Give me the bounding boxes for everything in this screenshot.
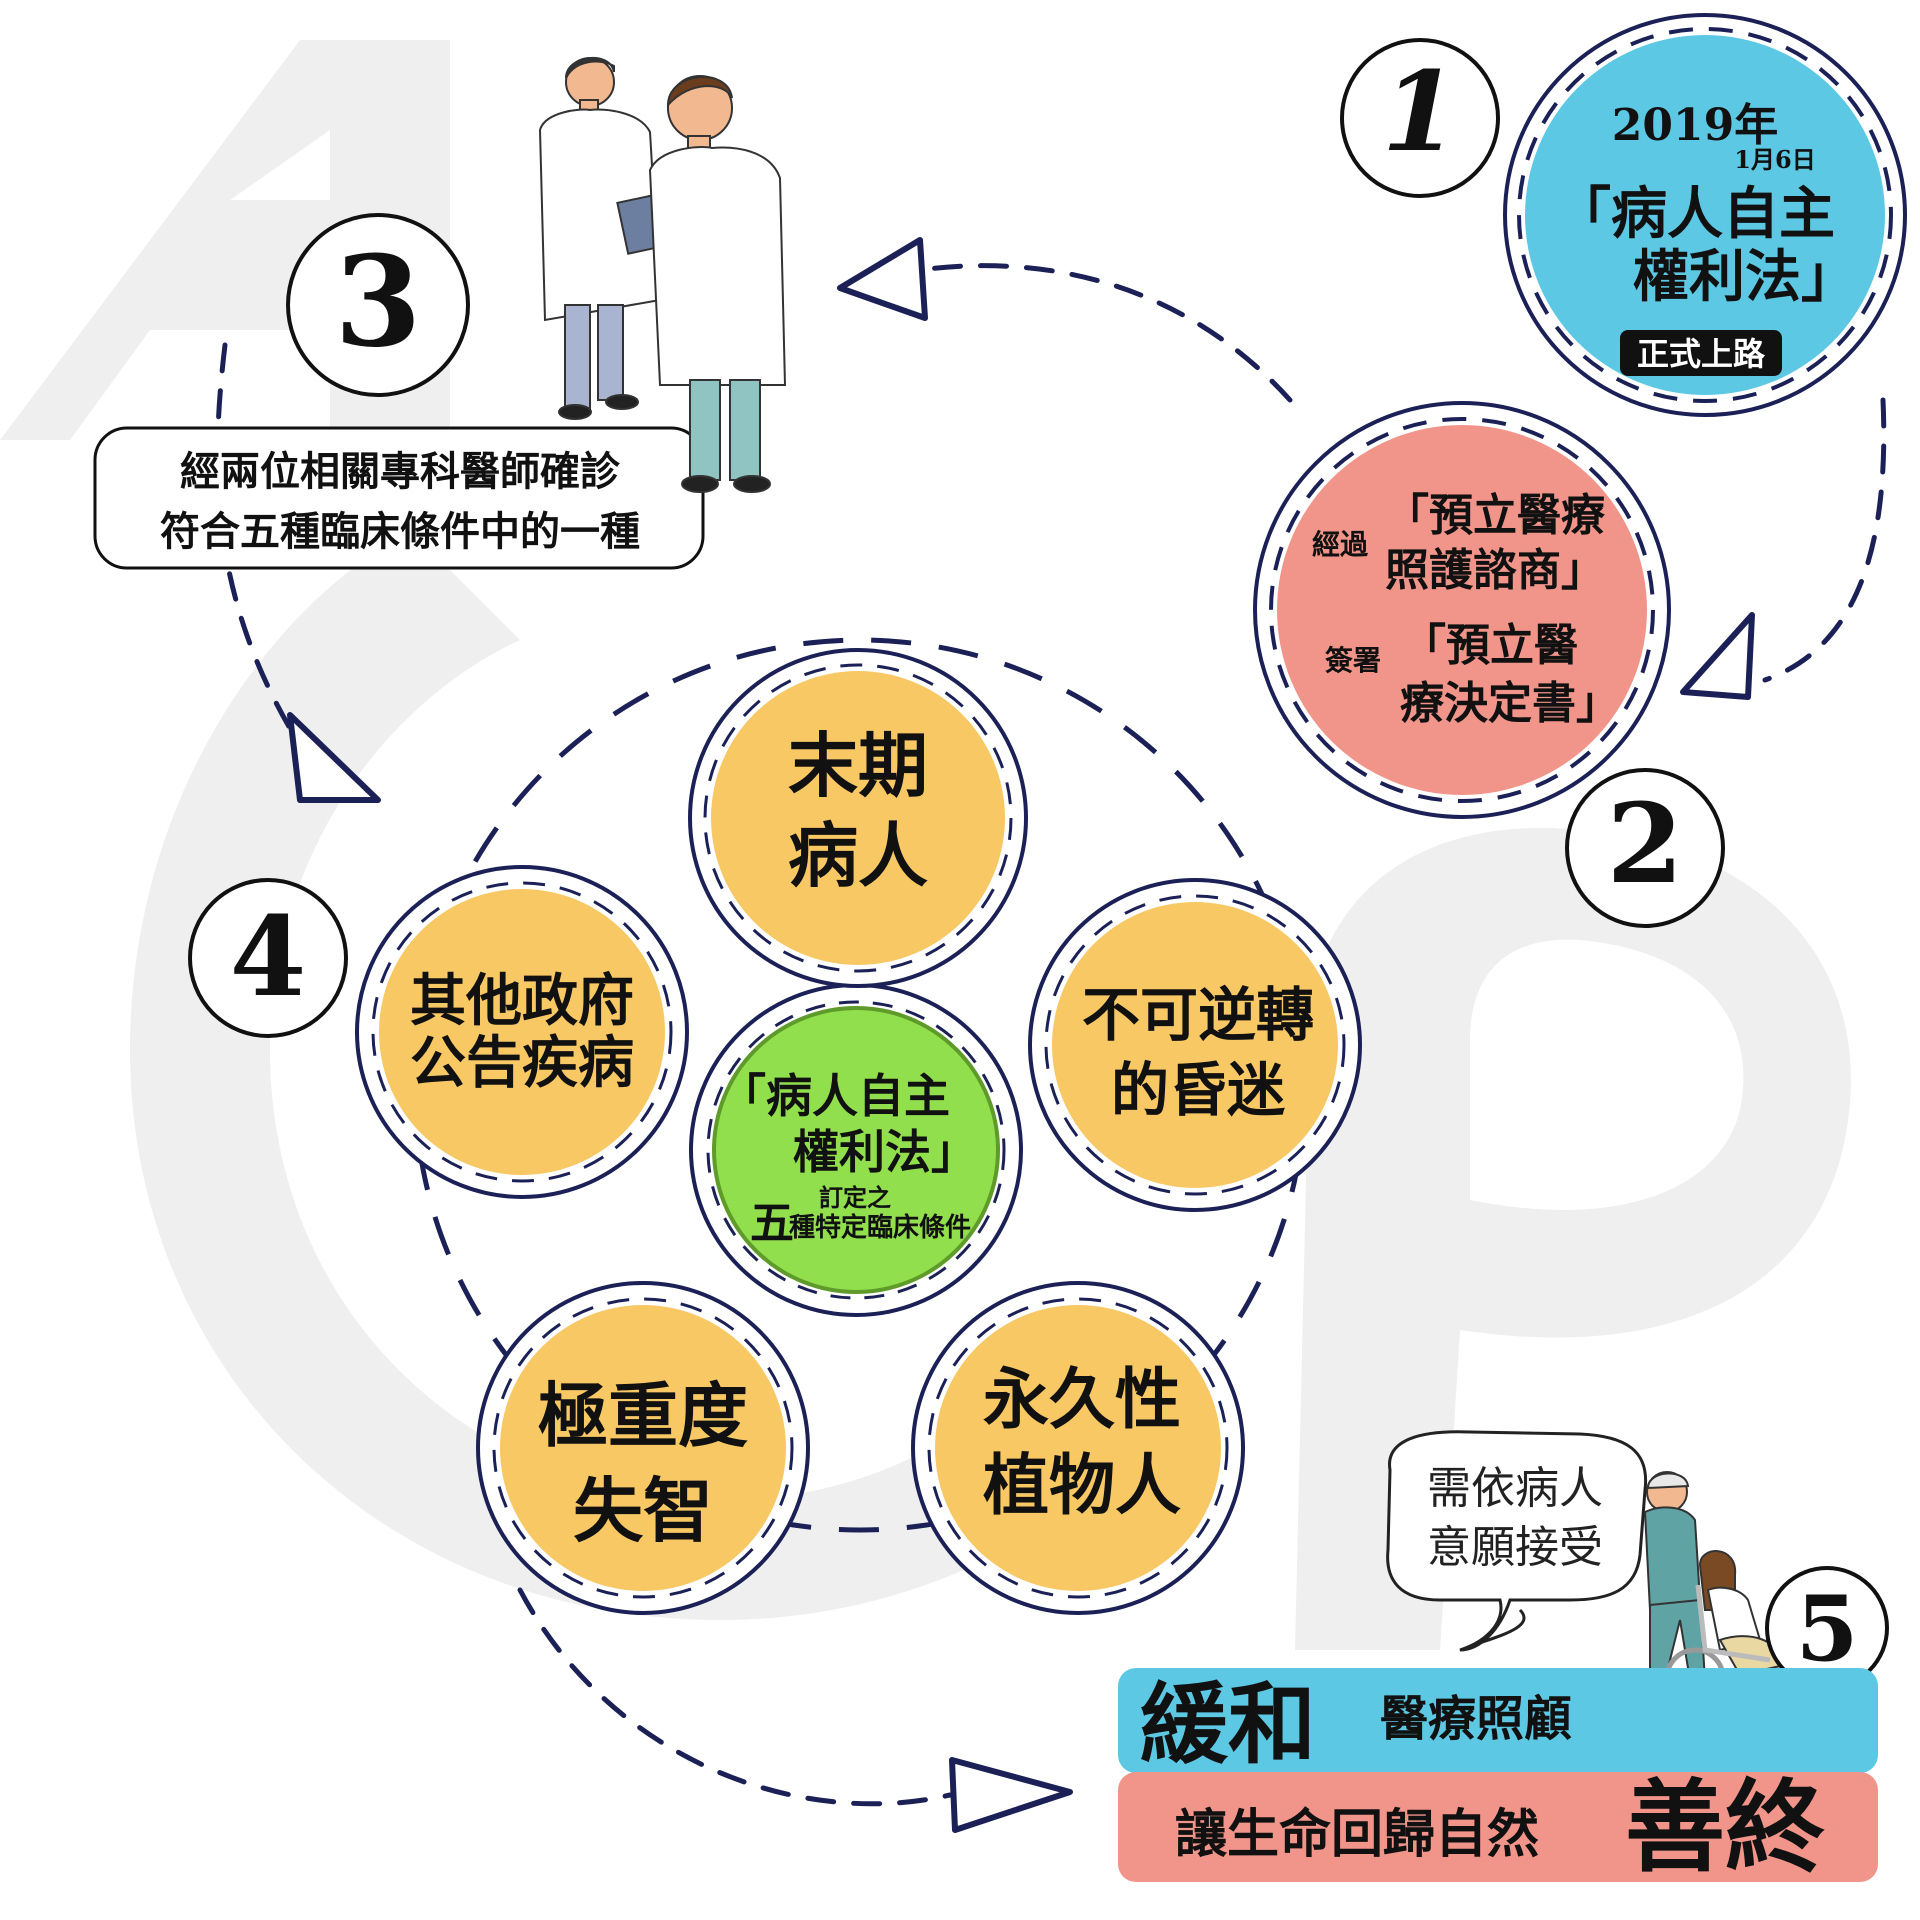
condition-circle-dementia <box>500 1305 786 1591</box>
step1-date: 1月6日 <box>1734 145 1815 174</box>
condition-line2: 的昏迷 <box>1111 1056 1285 1124</box>
condition-line2: 失智 <box>573 1469 713 1552</box>
step2-dashed-ring <box>1269 417 1655 803</box>
condition-line2: 植物人 <box>983 1446 1181 1524</box>
step3-group: 3 經兩位相關專科醫師確診 符合五種臨床條件中的一種 <box>93 56 787 570</box>
step3-number-ring <box>286 213 470 397</box>
step2-number: 2 <box>1607 779 1684 908</box>
center-line1: 「病人自主 <box>720 1069 950 1123</box>
good-death-small-text: 讓生命回歸自然 <box>1175 1804 1539 1865</box>
doctors-icon <box>538 56 787 493</box>
step3-number: 3 <box>335 229 422 375</box>
step1-badge <box>1620 330 1782 376</box>
condition-line1: 極重度 <box>538 1374 748 1457</box>
step2-line2a: 「預立醫 <box>1402 620 1578 671</box>
good-death-big-text: 善終 <box>1625 1768 1825 1886</box>
step1-group: 1 2019年 1月6日 「病人自主 權利法」 正式上路 <box>1340 13 1907 417</box>
condition-dash-vegetative <box>927 1297 1229 1599</box>
good-death-band <box>1118 1772 1878 1882</box>
wheelchair-caregiver-icon <box>1643 1471 1787 1709</box>
watermark-letter-c <box>130 530 1040 1620</box>
center-big-char: 五 <box>750 1198 794 1249</box>
step3-line1: 經兩位相關專科醫師確診 <box>180 448 621 495</box>
step1-dashed-ring <box>1517 27 1893 403</box>
speech-bubble-tail <box>1461 1608 1526 1652</box>
step2-prefix1: 經過 <box>1312 528 1369 561</box>
condition-item-coma: 不可逆轉 的昏迷 <box>1028 878 1362 1212</box>
step2-line1a: 「預立醫療 <box>1385 490 1605 541</box>
step3-callout-box <box>93 426 705 570</box>
center-circle <box>712 1006 1000 1294</box>
condition-dash-dementia <box>492 1297 794 1599</box>
step2-line2b: 療決定書」 <box>1400 678 1620 729</box>
condition-item-vegetative: 永久性 植物人 <box>911 1281 1245 1615</box>
arrow-4-to-5-path <box>517 1587 953 1807</box>
condition-item-other: 其他政府 公告疾病 <box>355 865 689 1199</box>
step1-badge-text: 正式上路 <box>1637 335 1766 373</box>
step2-number-ring <box>1565 768 1725 928</box>
condition-line1: 末期 <box>788 724 928 807</box>
condition-dash-other <box>371 881 673 1183</box>
flow-arrowheads <box>287 237 1755 1833</box>
step3-line2: 符合五種臨床條件中的一種 <box>160 508 640 555</box>
step2-line1b: 照護諮商」 <box>1385 545 1605 596</box>
bubble-line2: 意願接受 <box>1427 1522 1603 1573</box>
condition-circle-coma <box>1052 902 1338 1188</box>
step4-group: 4 「病人自主 權利法」 訂定之 五 種特定臨床條件 末期 病人 不可逆轉 的昏… <box>188 637 1362 1615</box>
condition-line1: 永久性 <box>983 1360 1181 1438</box>
condition-item-terminal: 末期 病人 <box>688 648 1028 988</box>
step2-circle <box>1277 425 1647 795</box>
condition-line2: 病人 <box>788 814 928 897</box>
step1-number: 1 <box>1382 47 1459 176</box>
arrowhead-to-2 <box>1680 612 1755 700</box>
condition-item-dementia: 極重度 失智 <box>476 1281 810 1615</box>
step1-law-line2: 權利法」 <box>1633 244 1857 310</box>
step2-prefix2: 簽署 <box>1325 644 1381 677</box>
arrow-2-to-3-path <box>917 263 1293 403</box>
palliative-big-text: 緩和 <box>1140 1672 1316 1776</box>
center-dashed-ring <box>706 1000 1006 1300</box>
condition-line2: 公告疾病 <box>410 1030 634 1096</box>
step1-circle <box>1525 35 1885 395</box>
step1-year: 2019年 <box>1612 100 1778 151</box>
arrow-1-to-2-path <box>1762 397 1887 683</box>
palliative-band <box>1118 1668 1878 1773</box>
center-line2: 權利法」 <box>793 1125 977 1179</box>
speech-bubble <box>1386 1430 1648 1652</box>
arrowhead-to-3 <box>837 237 928 321</box>
palliative-small-text: 醫療照顧 <box>1380 1691 1572 1747</box>
step1-law-line1: 「病人自主 <box>1555 181 1835 247</box>
condition-circle-vegetative <box>935 1305 1221 1591</box>
step5-group: 需依病人 意願接受 5 緩和 醫療照顧 讓生命回歸自然 善終 <box>1118 1430 1889 1886</box>
condition-dash-terminal <box>703 663 1013 973</box>
step2-group: 經過 「預立醫療 照護諮商」 簽署 「預立醫 療決定書」 2 <box>1253 401 1725 928</box>
arrowhead-to-5 <box>949 1757 1073 1833</box>
step1-number-ring <box>1340 38 1500 198</box>
condition-circle-other <box>379 889 665 1175</box>
step5-number: 5 <box>1796 1576 1859 1682</box>
bubble-line1: 需依病人 <box>1427 1463 1603 1514</box>
step4-number: 4 <box>230 892 307 1021</box>
condition-line1: 不可逆轉 <box>1082 981 1314 1049</box>
condition-line1: 其他政府 <box>410 968 634 1034</box>
condition-dash-coma <box>1044 894 1346 1196</box>
arrowhead-to-4 <box>287 712 381 803</box>
center-line4: 種特定臨床條件 <box>789 1212 971 1243</box>
condition-circle-terminal <box>711 671 1005 965</box>
center-line3: 訂定之 <box>819 1183 891 1212</box>
step4-number-ring <box>188 878 348 1038</box>
